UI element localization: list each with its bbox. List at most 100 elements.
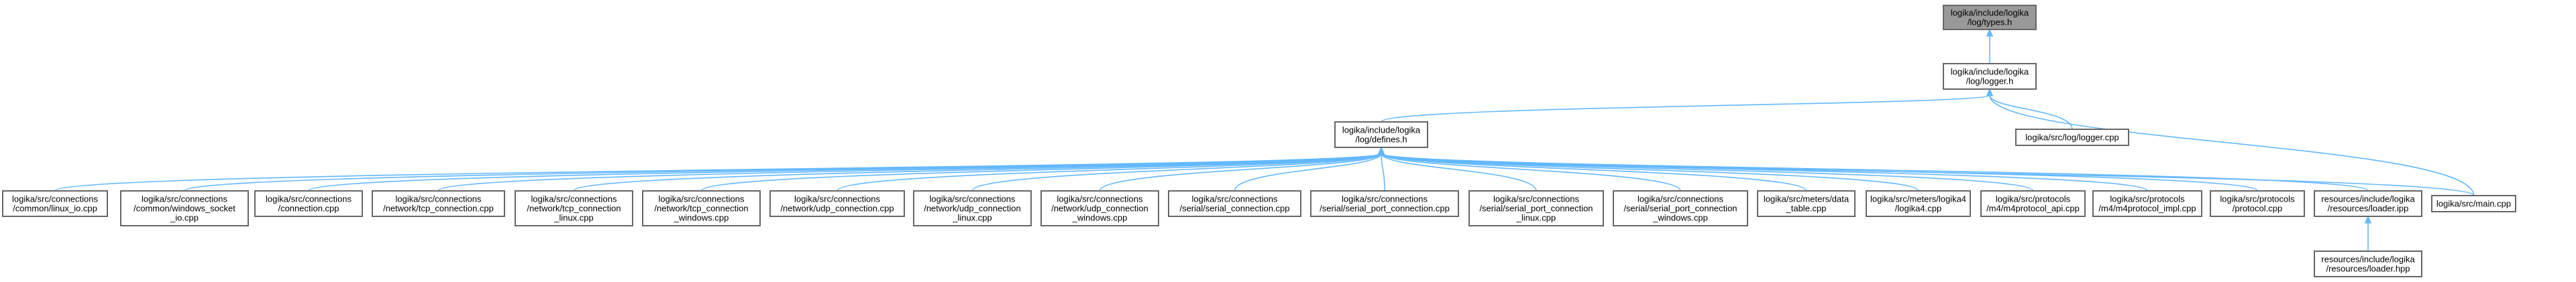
node-m4protocol-impl[interactable]: logika/src/protocols/m4/m4protocol_impl.… [2092, 190, 2202, 217]
node-label-line: /common/linux_io.cpp [13, 204, 97, 214]
edge-loader-ipp-to-defines-h [1381, 153, 2369, 192]
edge-arrowhead [1986, 88, 1994, 96]
node-box [1040, 190, 1159, 226]
edge-udp-connection-linux-to-defines-h [971, 153, 1382, 192]
node-label-line: logika/src/connections [266, 194, 352, 204]
node-box [1334, 121, 1428, 148]
nodes-layer: logika/include/logika/log/types.hlogika/… [2, 5, 2516, 277]
node-udp-connection-windows[interactable]: logika/src/connections/network/udp_conne… [1040, 190, 1159, 226]
node-defines-h[interactable]: logika/include/logika/log/defines.h [1334, 121, 1428, 148]
node-logger-cpp[interactable]: logika/src/log/logger.cpp [2015, 129, 2129, 146]
node-label-line: logika/include/logika [1951, 8, 2029, 18]
node-box [642, 190, 761, 226]
node-label-line: logika/include/logika [1951, 67, 2029, 77]
node-main-cpp[interactable]: logika/src/main.cpp [2431, 195, 2516, 212]
edge-udp-connection-windows-to-defines-h [1099, 153, 1382, 192]
node-label-line: _io.cpp [170, 213, 199, 223]
node-box [1943, 63, 2037, 90]
node-tcp-connection-windows[interactable]: logika/src/connections/network/tcp_conne… [642, 190, 761, 226]
node-label-line: logika/src/main.cpp [2436, 199, 2511, 209]
node-label-line: logika/src/connections [794, 194, 880, 204]
node-udp-connection-linux[interactable]: logika/src/connections/network/udp_conne… [913, 190, 1032, 226]
node-tcp-connection[interactable]: logika/src/connections/network/tcp_conne… [372, 190, 505, 217]
node-label-line: logika/include/logika [1342, 125, 1421, 135]
node-label-line: _linux.cpp [553, 213, 594, 223]
node-label-line: /serial/serial_port_connection [1479, 204, 1593, 214]
node-label-line: _windows.cpp [1072, 213, 1128, 223]
edge-data-table-to-defines-h [1381, 153, 1807, 192]
node-label-line: /network/udp_connection [924, 204, 1021, 214]
node-windows-socket-io[interactable]: logika/src/connections/common/windows_so… [120, 190, 249, 226]
node-logika4[interactable]: logika/src/meters/logika4/logika4.cpp [1866, 190, 1971, 217]
node-box [2210, 190, 2305, 217]
node-label-line: logika/src/protocols [2220, 194, 2295, 204]
node-label-line: _windows.cpp [674, 213, 729, 223]
node-types-h[interactable]: logika/include/logika/log/types.h [1943, 5, 2037, 30]
node-box [2015, 129, 2129, 146]
node-label-line: logika/src/connections [659, 194, 745, 204]
node-label-line: /log/defines.h [1355, 135, 1407, 145]
node-connection-cpp[interactable]: logika/src/connections/connection.cpp [254, 190, 363, 217]
node-serial-connection[interactable]: logika/src/connections/serial/serial_con… [1168, 190, 1301, 217]
node-logger-h[interactable]: logika/include/logika/log/logger.h [1943, 63, 2037, 90]
node-label-line: _windows.cpp [1652, 213, 1708, 223]
node-label-line: /serial/serial_port_connection [1623, 204, 1737, 214]
node-label-line: logika/src/connections [1342, 194, 1428, 204]
node-label-line: /resources/loader.hpp [2326, 264, 2410, 274]
node-box [2314, 251, 2422, 277]
node-tcp-connection-linux[interactable]: logika/src/connections/network/tcp_conne… [515, 190, 633, 226]
node-box [1468, 190, 1604, 226]
node-label-line: /network/tcp_connection.cpp [383, 204, 494, 214]
node-protocol-cpp[interactable]: logika/src/protocols/protocol.cpp [2210, 190, 2305, 217]
node-label-line: /m4/m4protocol_api.cpp [1986, 204, 2080, 214]
node-serial-port-connection-linux[interactable]: logika/src/connections/serial/serial_por… [1468, 190, 1604, 226]
node-loader-ipp[interactable]: resources/include/logika/resources/loade… [2314, 190, 2422, 217]
node-box [1168, 190, 1301, 217]
edge-udp-connection-to-defines-h [837, 153, 1382, 192]
edge-serial-port-connection-to-defines-h [1381, 153, 1385, 192]
node-box [1943, 5, 2037, 30]
node-box [1980, 190, 2086, 217]
node-label-line: logika/src/meters/logika4 [1870, 194, 1966, 204]
node-serial-port-connection[interactable]: logika/src/connections/serial/serial_por… [1310, 190, 1459, 217]
node-box [2314, 190, 2422, 217]
node-label-line: logika/src/connections [142, 194, 227, 204]
node-label-line: _linux.cpp [952, 213, 992, 223]
node-label-line: /network/tcp_connection [654, 204, 748, 214]
node-label-line: /m4/m4protocol_impl.cpp [2098, 204, 2196, 214]
node-box [1866, 190, 1971, 217]
node-box [372, 190, 505, 217]
edge-logika4-to-defines-h [1381, 153, 1919, 192]
edges-layer [54, 28, 2475, 251]
node-serial-port-connection-windows[interactable]: logika/src/connections/serial/serial_por… [1613, 190, 1748, 226]
node-m4protocol-api[interactable]: logika/src/protocols/m4/m4protocol_api.c… [1980, 190, 2086, 217]
node-label-line: /serial/serial_port_connection.cpp [1320, 204, 1450, 214]
node-loader-hpp[interactable]: resources/include/logika/resources/loade… [2314, 251, 2422, 277]
node-data-table[interactable]: logika/src/meters/data_table.cpp [1757, 190, 1856, 217]
node-label-line: logika/src/connections [396, 194, 482, 204]
edge-tcp-connection-windows-to-defines-h [700, 153, 1382, 192]
node-label-line: logika/src/connections [1192, 194, 1278, 204]
node-label-line: resources/include/logika [2321, 255, 2415, 265]
node-label-line: /log/types.h [1968, 17, 2012, 27]
node-label-line: resources/include/logika [2321, 194, 2415, 204]
node-label-line: /network/udp_connection [1051, 204, 1148, 214]
node-label-line: _table.cpp [1786, 204, 1827, 214]
node-label-line: logika/src/connections [930, 194, 1016, 204]
node-label-line: /log/logger.h [1966, 76, 2014, 86]
node-box [1757, 190, 1856, 217]
node-box [120, 190, 249, 226]
node-box [2431, 195, 2516, 212]
node-linux-io[interactable]: logika/src/connections/common/linux_io.c… [2, 190, 108, 217]
node-label-line: logika/src/connections [1057, 194, 1143, 204]
node-label-line: _linux.cpp [1516, 213, 1556, 223]
edge-logger-cpp-to-logger-h [1989, 94, 2073, 130]
edge-serial-connection-to-defines-h [1234, 153, 1382, 192]
edge-arrowhead [1377, 146, 1385, 155]
node-label-line: /connection.cpp [278, 204, 339, 214]
node-box [1613, 190, 1748, 226]
node-udp-connection[interactable]: logika/src/connections/network/udp_conne… [769, 190, 905, 217]
node-box [2092, 190, 2202, 217]
edge-arrowhead [1986, 28, 1994, 37]
